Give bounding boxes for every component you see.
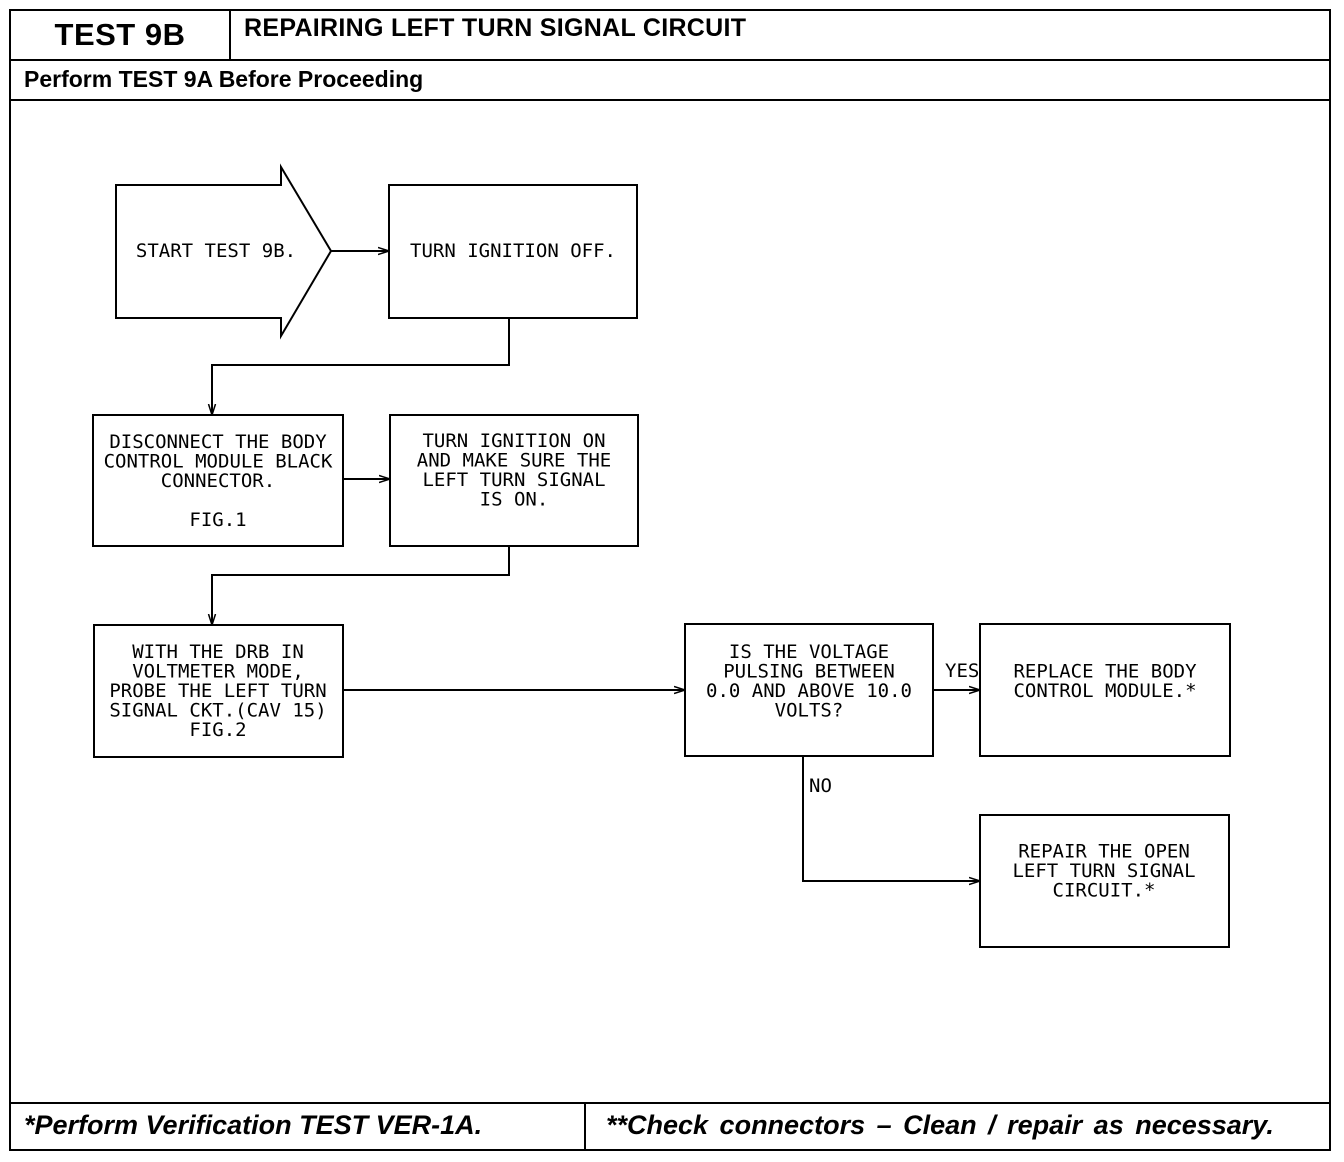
- node-text-line: 0.0 AND ABOVE 10.0: [706, 680, 912, 702]
- yes-label: YES: [945, 660, 979, 682]
- node-text-line: REPAIR THE OPEN: [1018, 841, 1190, 863]
- test-id: TEST 9B: [11, 11, 231, 59]
- subtitle-divider: [11, 99, 1329, 101]
- node-text-line: WITH THE DRB IN: [132, 641, 304, 663]
- node-text-line: CONTROL MODULE BLACK: [104, 451, 333, 473]
- ignition-off-node-text: TURN IGNITION OFF.: [410, 240, 616, 262]
- footer-divider: [11, 1102, 1329, 1104]
- node-text-line: LEFT TURN SIGNAL: [1012, 860, 1195, 882]
- node-text-line: LEFT TURN SIGNAL: [422, 469, 605, 491]
- start-node: [115, 163, 333, 340]
- node-text-line: IS ON.: [480, 488, 549, 510]
- edge-decision-no: [802, 756, 980, 881]
- edge-ignition-on-to-probe: [212, 546, 510, 625]
- page-title: REPAIRING LEFT TURN SIGNAL CIRCUIT: [244, 14, 747, 42]
- no-label: NO: [809, 775, 832, 797]
- page-subtitle: Perform TEST 9A Before Proceeding: [24, 66, 424, 92]
- node-text-line: SIGNAL CKT.(CAV 15): [109, 700, 326, 722]
- node-text-line: PROBE THE LEFT TURN: [109, 680, 326, 702]
- node-text-line: AND MAKE SURE THE: [417, 449, 611, 471]
- footer-separator: [584, 1102, 586, 1149]
- disconnect-node: [92, 414, 344, 547]
- node-text-line: TURN IGNITION OFF.: [410, 240, 616, 262]
- node-text-line: VOLTMETER MODE,: [132, 661, 304, 683]
- footer-note-left: *Perform Verification TEST VER-1A.: [24, 1110, 483, 1140]
- node-text-line: CONTROL MODULE.*: [1013, 680, 1196, 702]
- node-text-line: PULSING BETWEEN: [723, 660, 895, 682]
- node-text-line: IS THE VOLTAGE: [729, 641, 889, 663]
- node-text-line: FIG.1: [189, 509, 246, 531]
- footer-note-right: **Check connectors – Clean / repair as n…: [606, 1110, 1274, 1140]
- start-node-text: START TEST 9B.: [136, 240, 296, 262]
- node-text-line: CIRCUIT.*: [1053, 880, 1156, 902]
- node-text-line: VOLTS?: [775, 699, 844, 721]
- header-divider: [11, 59, 1329, 61]
- node-text-line: FIG.2: [189, 719, 246, 741]
- node-text-line: REPLACE THE BODY: [1013, 660, 1197, 682]
- node-text-line: START TEST 9B.: [136, 240, 296, 262]
- node-text-line: CONNECTOR.: [161, 470, 275, 492]
- node-text-line: DISCONNECT THE BODY: [109, 431, 327, 453]
- page-frame: [9, 9, 1331, 1151]
- node-text-line: TURN IGNITION ON: [422, 430, 605, 452]
- edge-ignition-off-to-disconnect: [212, 318, 510, 415]
